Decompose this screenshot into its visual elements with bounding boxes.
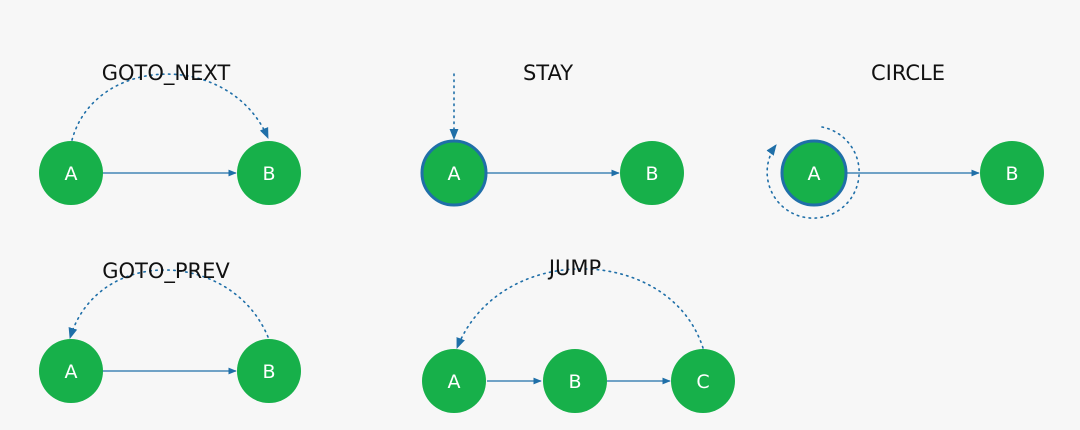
jump-node-c: C [671, 349, 735, 413]
goto-next-node-b: B [237, 141, 301, 205]
stay-node-a-label: A [448, 163, 461, 185]
goto-next-curved-arrow [71, 73, 269, 141]
panel-stay: STAY A B [420, 61, 684, 207]
jump-node-c-label: C [696, 371, 709, 393]
jump-node-a: A [422, 349, 486, 413]
goto-next-node-a: A [39, 141, 103, 205]
goto-next-node-b-label: B [262, 163, 275, 185]
circle-node-b-label: B [1005, 163, 1018, 185]
jump-curved-arrow [456, 268, 704, 350]
circle-node-b: B [980, 141, 1044, 205]
stay-node-a: A [420, 139, 488, 207]
jump-node-b-label: B [568, 371, 581, 393]
panel-circle: CIRCLE A B [766, 61, 1044, 219]
goto-prev-node-a: A [39, 339, 103, 403]
goto-next-title: GOTO_NEXT [102, 61, 231, 86]
goto-prev-node-a-label: A [65, 361, 78, 383]
circle-node-a-label: A [808, 163, 821, 185]
goto-prev-node-b: B [237, 339, 301, 403]
stay-title: STAY [523, 61, 573, 85]
panel-goto-next: GOTO_NEXT A B [39, 61, 301, 205]
jump-title: JUMP [547, 256, 601, 280]
circle-node-a: A [780, 139, 848, 207]
jump-node-b: B [543, 349, 607, 413]
circle-loop-arrow [766, 126, 860, 219]
goto-prev-curved-arrow [68, 269, 269, 340]
goto-next-node-a-label: A [65, 163, 78, 185]
stay-node-b-label: B [645, 163, 658, 185]
goto-prev-title: GOTO_PREV [102, 259, 230, 284]
circle-title: CIRCLE [871, 61, 945, 85]
panel-goto-prev: GOTO_PREV A B [39, 259, 301, 403]
panel-jump: JUMP A B C [422, 256, 735, 413]
stay-node-b: B [620, 141, 684, 205]
goto-prev-node-b-label: B [262, 361, 275, 383]
jump-node-a-label: A [448, 371, 461, 393]
